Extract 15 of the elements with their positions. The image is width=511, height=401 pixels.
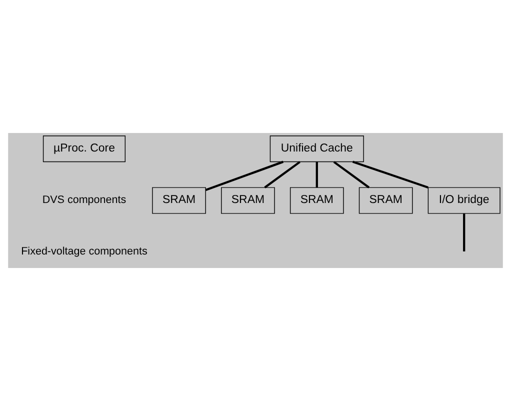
label: Fixed-voltage components — [21, 246, 148, 258]
node-box: SRAM — [152, 187, 206, 214]
connector — [352, 160, 428, 189]
connector — [333, 161, 370, 188]
label: DVS components — [42, 194, 126, 206]
node-box: SRAM — [221, 187, 275, 214]
node-box: I/O bridge — [428, 187, 500, 214]
node-box: Unified Cache — [270, 136, 364, 162]
node-box: µProc. Core — [42, 136, 126, 162]
node-box: SRAM — [358, 187, 413, 214]
connector — [264, 161, 300, 188]
connector — [463, 214, 466, 252]
connector — [205, 160, 284, 192]
connector — [316, 162, 318, 188]
node-box: SRAM — [290, 187, 344, 214]
